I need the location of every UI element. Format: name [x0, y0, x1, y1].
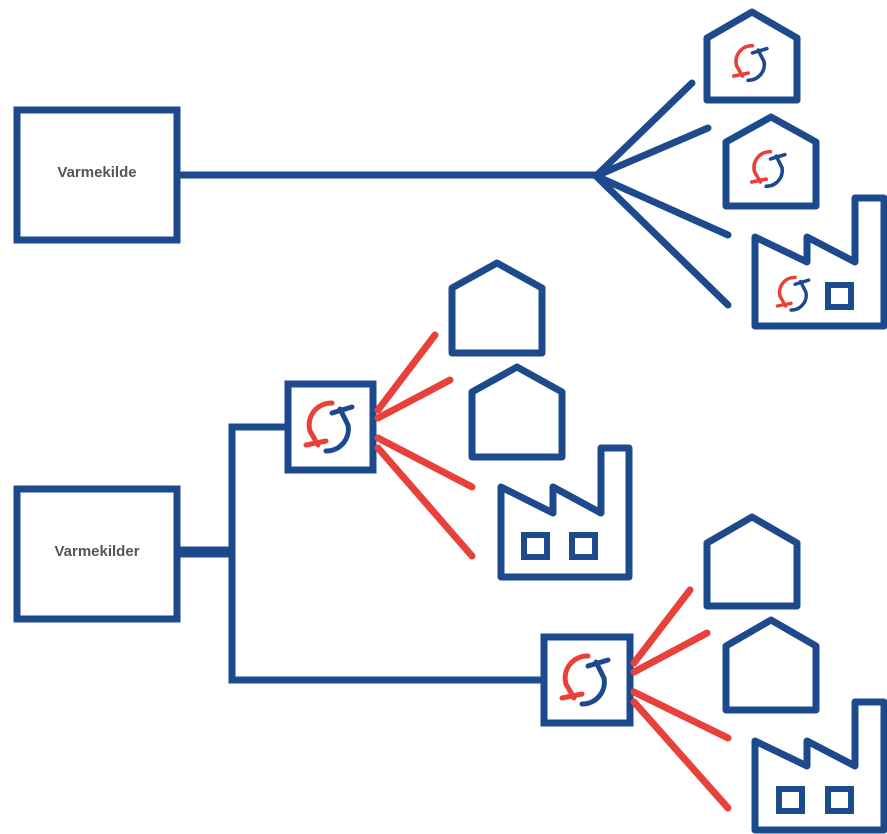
heat-sources-box: Varmekilder	[13, 485, 181, 623]
substation-1	[284, 259, 633, 581]
substation-2	[540, 513, 887, 834]
factory-icon	[497, 444, 633, 581]
house-icon	[468, 363, 566, 461]
local-branch-pipes	[374, 331, 476, 560]
factory-icon	[751, 194, 887, 330]
house-icon	[703, 8, 801, 104]
heat-sources-label: Varmekilder	[54, 543, 139, 560]
factory-icon	[751, 698, 887, 834]
house-icon	[448, 259, 546, 357]
house-icon	[722, 616, 820, 714]
local-branch-pipes	[630, 586, 732, 812]
bottom-network: Varmekilder	[13, 259, 887, 834]
top-network: Varmekilde	[13, 8, 887, 330]
house-icon	[722, 113, 820, 210]
branch-pipes	[592, 79, 732, 309]
distribution-pipes	[180, 423, 544, 684]
house-icon	[703, 513, 801, 610]
heat-source-label: Varmekilde	[57, 164, 136, 181]
heat-source-box: Varmekilde	[13, 106, 181, 244]
